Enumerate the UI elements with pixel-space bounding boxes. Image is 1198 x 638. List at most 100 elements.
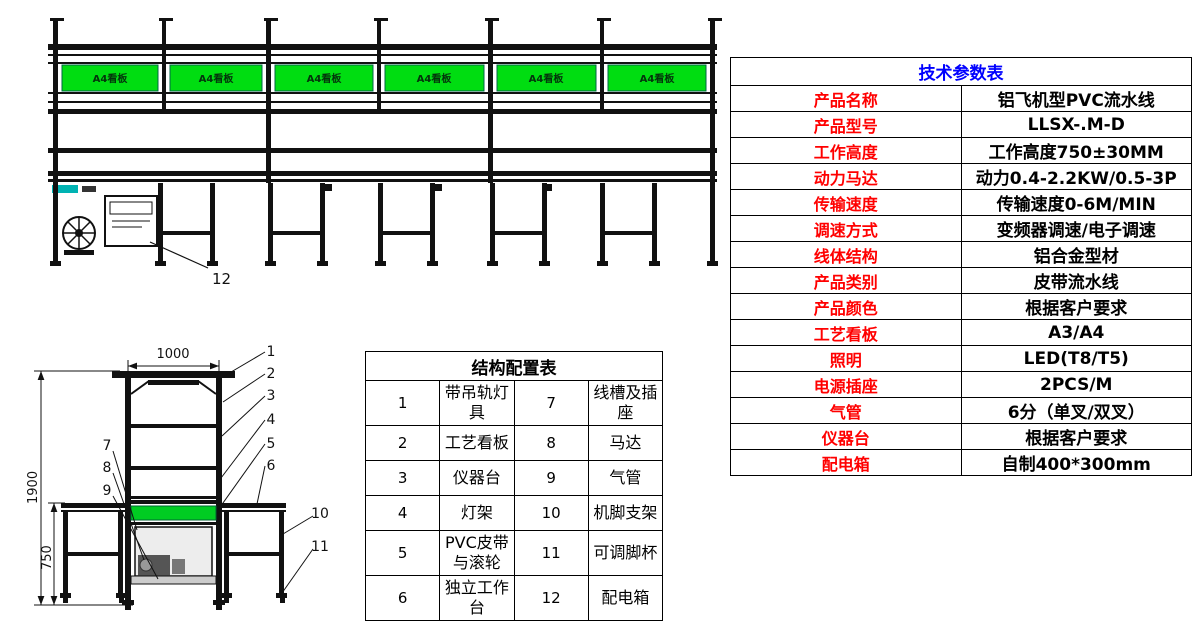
tech-param-value: 变频器调速/电子调速 [960,215,1192,242]
tech-param-value: 6分（单叉/双叉） [960,397,1192,424]
label-plate [82,186,96,192]
side-worktables [60,503,287,603]
tech-param-label: 电源插座 [730,371,962,398]
tech-param-value: 动力0.4-2.2KW/0.5-3P [960,163,1192,190]
under-frame-legs [50,183,718,266]
config-item-name: 配电箱 [587,575,664,621]
tech-param-label: 产品名称 [730,85,962,112]
motor-icon [62,216,96,255]
config-item-number: 6 [364,575,441,621]
dimension-width-label: 1000 [156,347,189,362]
callout-number: 10 [311,506,329,522]
config-item-number: 7 [513,380,589,426]
dimension-1000: 1000 [127,347,220,372]
tech-param-label: 照明 [730,345,962,372]
tech-param-value: 工作高度750±30MM [960,137,1192,164]
table-row: 3 仪器台 9 气管 [364,460,664,496]
tech-param-label: 工作高度 [730,137,962,164]
top-rail-structure [48,18,722,183]
kanban-panel [274,64,374,92]
kanban-panel [496,64,597,92]
config-item-name: 独立工作台 [439,575,515,621]
tech-param-label: 调速方式 [730,215,962,242]
table-row: 6 独立工作台 12 配电箱 [364,575,664,621]
callout-numbers: 1 2 3 4 5 6 7 8 9 10 11 [103,344,329,555]
table-row: 电源插座 2PCS/M [730,371,1192,398]
table-row: 1 带吊轨灯具 7 线槽及插座 [364,380,664,426]
dimension-1900: 1900 [26,370,133,606]
table-row: 结构配置表 [365,351,663,381]
table-row: 调速方式 变频器调速/电子调速 [730,215,1192,242]
tech-param-label: 配电箱 [730,449,962,476]
callout-number: 4 [267,412,276,428]
tech-param-value: 根据客户要求 [960,293,1192,320]
table-row: 产品名称 铝飞机型PVC流水线 [730,85,1192,112]
socket-icon [432,184,442,191]
kanban-panel [607,64,707,92]
config-item-number: 9 [513,460,589,496]
structure-config-table: 结构配置表 1 带吊轨灯具 7 线槽及插座 2 工艺看板 8 马达 3 仪器台 … [364,351,664,621]
table-row: 线体结构 铝合金型材 [730,241,1192,268]
tech-param-value: 皮带流水线 [960,267,1192,294]
dimension-total-height-label: 1900 [26,471,41,504]
config-table-title: 结构配置表 [365,351,663,381]
config-item-name: 可调脚杯 [587,530,664,576]
config-item-name: 仪器台 [439,460,515,496]
foot-cup-icon [280,598,285,603]
config-item-number: 10 [513,495,589,531]
table-row: 2 工艺看板 8 马达 [364,425,664,461]
table-row: 产品颜色 根据客户要求 [730,293,1192,320]
front-view-drawing: 1000 1900 750 [26,344,329,610]
table-row: 技术参数表 [730,57,1192,86]
config-item-name: 机脚支架 [587,495,664,531]
config-item-name: 带吊轨灯具 [439,380,515,426]
table-row: 工作高度 工作高度750±30MM [730,137,1192,164]
kanban-panel [384,64,485,92]
tech-param-value: A3/A4 [960,319,1192,346]
config-item-number: 1 [364,380,441,426]
tech-param-value: 2PCS/M [960,371,1192,398]
table-row: 配电箱 自制400*300mm [730,449,1192,476]
kanban-panel [169,64,263,92]
config-item-name: 线槽及插座 [587,380,664,426]
config-item-number: 11 [513,530,589,576]
kanban-panels: A4看板 A4看板 A4看板 A4看板 A4看板 A4看板 [61,64,707,92]
callout-number: 3 [267,388,276,404]
callout-number: 5 [267,436,276,452]
callout-number: 11 [311,539,329,555]
table-row: 产品型号 LLSX-.M-D [730,111,1192,138]
foot-cup-icon [63,598,68,603]
kanban-panel [61,64,159,92]
tech-param-value: 根据客户要求 [960,423,1192,450]
callout-number: 8 [103,460,112,476]
callout-number: 12 [212,270,231,288]
config-item-number: 5 [364,530,441,576]
kanban-panel-label: A4看板 [417,72,453,85]
callout-number: 7 [103,438,112,454]
callout-number: 1 [267,344,276,360]
kanban-panel-label: A4看板 [640,72,676,85]
tech-param-label: 动力马达 [730,163,962,190]
socket-icon [322,184,332,191]
foot-cup-icon [125,605,131,610]
tech-param-value: 自制400*300mm [960,449,1192,476]
tech-param-label: 产品颜色 [730,293,962,320]
config-item-number: 8 [513,425,589,461]
light-rail [112,371,235,378]
tech-param-label: 产品类别 [730,267,962,294]
config-item-name: 灯架 [439,495,515,531]
brand-mark [52,185,78,193]
tower-frame [112,371,235,610]
config-item-name: PVC皮带与滚轮 [439,530,515,576]
dimension-table-height-label: 750 [40,545,55,570]
callout-leaders [112,351,314,594]
table-row: 传输速度 传输速度0-6M/MIN [730,189,1192,216]
config-item-name: 工艺看板 [439,425,515,461]
foot-cup-icon [216,605,222,610]
pvc-belt [130,505,217,521]
config-item-name: 马达 [587,425,664,461]
tech-param-label: 工艺看板 [730,319,962,346]
config-item-name: 气管 [587,460,664,496]
tech-param-value: LLSX-.M-D [960,111,1192,138]
table-row: 仪器台 根据客户要求 [730,423,1192,450]
